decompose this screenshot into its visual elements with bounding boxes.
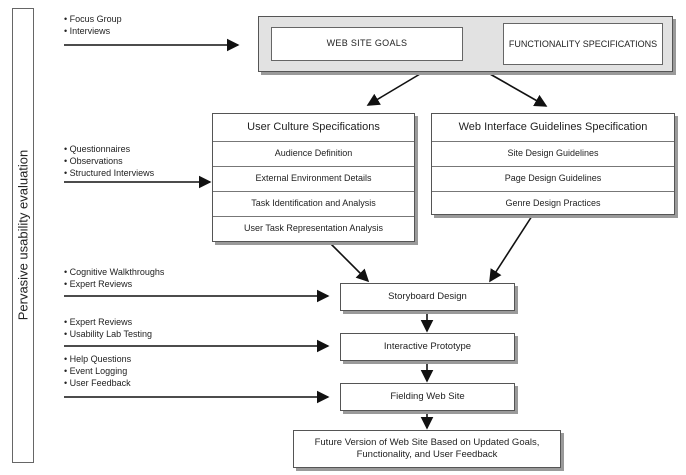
web-site-goals-box: WEB SITE GOALS bbox=[271, 27, 463, 61]
web-interface-item: Genre Design Practices bbox=[432, 191, 674, 215]
user-culture-title: User Culture Specifications bbox=[247, 120, 380, 133]
arrow-top-left bbox=[366, 73, 421, 106]
method-item: • Observations bbox=[64, 156, 123, 166]
functionality-specifications-box: FUNCTIONALITY SPECIFICATIONS bbox=[503, 23, 663, 65]
user-culture-item: Task Identification and Analysis bbox=[213, 191, 414, 216]
method-item: • Focus Group bbox=[64, 14, 122, 24]
method-item: • Event Logging bbox=[64, 366, 128, 376]
method-item: • Help Questions bbox=[64, 354, 132, 364]
future-version-box: Future Version of Web Site Based on Upda… bbox=[293, 430, 561, 468]
method-item: • Cognitive Walkthroughs bbox=[64, 267, 165, 277]
method-item: • Questionnaires bbox=[64, 144, 131, 154]
methods-group4: • Expert Reviews • Usability Lab Testing bbox=[64, 316, 152, 340]
user-culture-item: User Task Representation Analysis bbox=[213, 216, 414, 241]
fielding-web-site-box: Fielding Web Site bbox=[340, 383, 515, 411]
method-item: • Expert Reviews bbox=[64, 317, 133, 327]
storyboard-design-box: Storyboard Design bbox=[340, 283, 515, 311]
methods-group5: • Help Questions • Event Logging • User … bbox=[64, 353, 131, 389]
web-interface-box: Web Interface Guidelines Specification S… bbox=[431, 113, 675, 215]
method-item: • Structured Interviews bbox=[64, 168, 155, 178]
method-item: • Interviews bbox=[64, 26, 111, 36]
web-interface-item: Page Design Guidelines bbox=[432, 166, 674, 191]
goals-container: WEB SITE GOALS FUNCTIONALITY SPECIFICATI… bbox=[258, 16, 673, 72]
web-interface-title: Web Interface Guidelines Specification bbox=[458, 120, 648, 133]
user-culture-item: Audience Definition bbox=[213, 141, 414, 166]
user-culture-item: External Environment Details bbox=[213, 166, 414, 191]
user-culture-box: User Culture Specifications Audience Def… bbox=[212, 113, 415, 242]
method-item: • Expert Reviews bbox=[64, 279, 133, 289]
methods-group3: • Cognitive Walkthroughs • Expert Review… bbox=[64, 266, 164, 290]
interactive-prototype-box: Interactive Prototype bbox=[340, 333, 515, 361]
methods-group2: • Questionnaires • Observations • Struct… bbox=[64, 143, 154, 179]
method-item: • User Feedback bbox=[64, 378, 131, 388]
arrow-culture-storyboard bbox=[329, 242, 370, 283]
arrow-interface-storyboard bbox=[489, 215, 533, 283]
web-interface-item: Site Design Guidelines bbox=[432, 141, 674, 166]
side-panel bbox=[12, 8, 34, 463]
arrow-top-right bbox=[489, 73, 548, 107]
method-item: • Usability Lab Testing bbox=[64, 329, 153, 339]
methods-group1: • Focus Group • Interviews bbox=[64, 13, 122, 37]
